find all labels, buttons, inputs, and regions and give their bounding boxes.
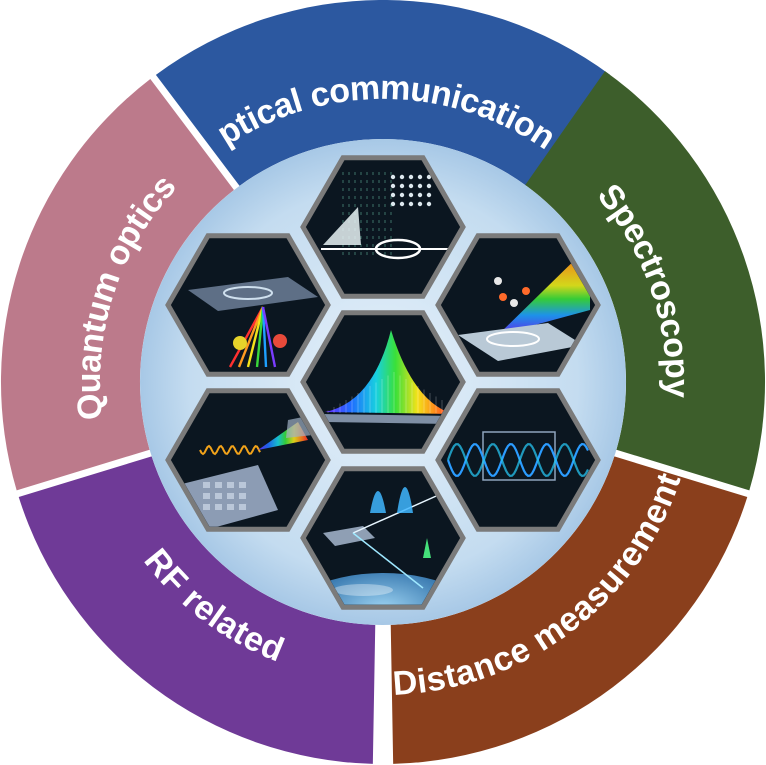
microwave-photonics-icon: [178, 414, 318, 527]
segment-quantum: [0, 79, 234, 491]
segment-distance: [390, 456, 748, 764]
segment-rf: [18, 456, 376, 764]
hex-cell-lower-right: [435, 388, 601, 532]
waveguide-spectrum-icon: [321, 172, 448, 260]
rainbow-molecules-icon: [458, 245, 590, 361]
interferometer-waves-icon: [446, 431, 589, 481]
entangled-photons-icon: [188, 277, 318, 368]
hex-cell-lower-left: [165, 388, 331, 532]
segment-optical: [155, 0, 611, 186]
hex-cell-center: [300, 310, 466, 454]
hex-cell-upper-right: [435, 233, 601, 377]
hex-cell-top: [300, 155, 466, 299]
segment-spectroscopy: [525, 71, 766, 491]
hex-cell-upper-left: [165, 233, 331, 377]
